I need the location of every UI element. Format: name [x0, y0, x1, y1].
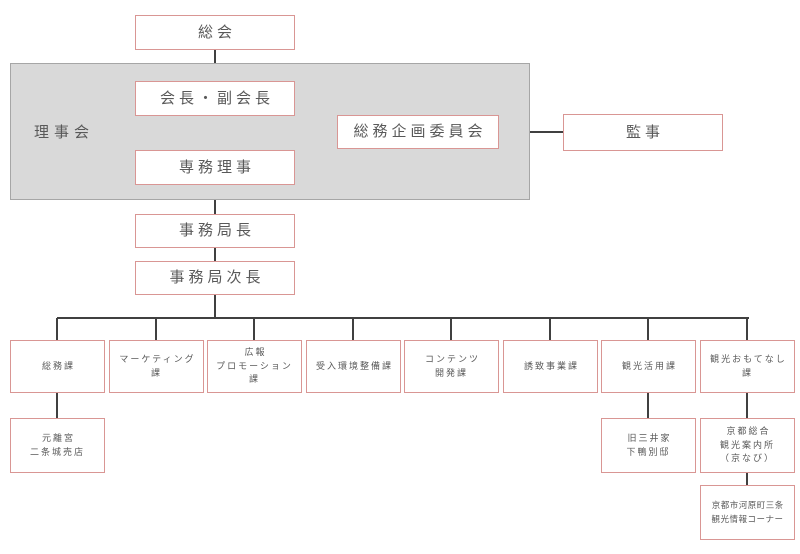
connector-drop-marketing [155, 318, 157, 340]
node-general-meeting: 総会 [135, 15, 295, 50]
node-general-affairs-division: 総務課 [10, 340, 105, 393]
connector-drop-tourist-info-center [746, 393, 748, 418]
connector-drop-attraction-business [549, 318, 551, 340]
connector-drop-visitor-environment [352, 318, 354, 340]
node-kawaramachi-sanjo-info-corner: 京都市河原町三条 観光情報コーナー [700, 485, 795, 540]
node-tourism-hospitality-division: 観光おもてなし 課 [700, 340, 795, 393]
connector-deputy-rail [214, 295, 216, 318]
node-deputy-secretary-general: 事務局次長 [135, 261, 295, 295]
node-attraction-business-division: 誘致事業課 [503, 340, 598, 393]
node-marketing-division: マーケティング 課 [109, 340, 204, 393]
node-auditor: 監事 [563, 114, 723, 151]
connector-drop-tourism-utilization [647, 318, 649, 340]
connector-drop-general-affairs [56, 318, 58, 340]
connector-drop-info-corner [746, 473, 748, 485]
connector-drop-nijo-castle-shop [56, 393, 58, 418]
connector-drop-content-development [450, 318, 452, 340]
connector-drop-mitsui-villa [647, 393, 649, 418]
node-content-development-division: コンテンツ 開発課 [404, 340, 499, 393]
connector-board-auditor [530, 131, 563, 133]
board-of-directors-label: 理事会 [34, 124, 95, 141]
node-general-affairs-planning-committee: 総務企画委員会 [337, 115, 499, 149]
node-chairman-vice-chairman: 会長・副会長 [135, 81, 295, 116]
connector-secretary-deputy [214, 248, 216, 261]
connector-meeting-board [214, 50, 216, 63]
connector-drop-tourism-hospitality [746, 318, 748, 340]
node-tourism-utilization-division: 観光活用課 [601, 340, 696, 393]
node-pr-promotion-division: 広報 プロモーション 課 [207, 340, 302, 393]
connector-drop-pr-promotion [253, 318, 255, 340]
node-nijo-castle-shop: 元離宮 二条城売店 [10, 418, 105, 473]
node-secretary-general: 事務局長 [135, 214, 295, 248]
node-kyoto-tourist-information-center: 京都総合 観光案内所 （京なび） [700, 418, 795, 473]
node-visitor-environment-division: 受入環境整備課 [306, 340, 401, 393]
connector-board-secretary-general [214, 200, 216, 214]
node-executive-director: 専務理事 [135, 150, 295, 185]
connector-division-rail [57, 317, 749, 319]
node-mitsui-shimogamo-villa: 旧三井家 下鴨別邸 [601, 418, 696, 473]
